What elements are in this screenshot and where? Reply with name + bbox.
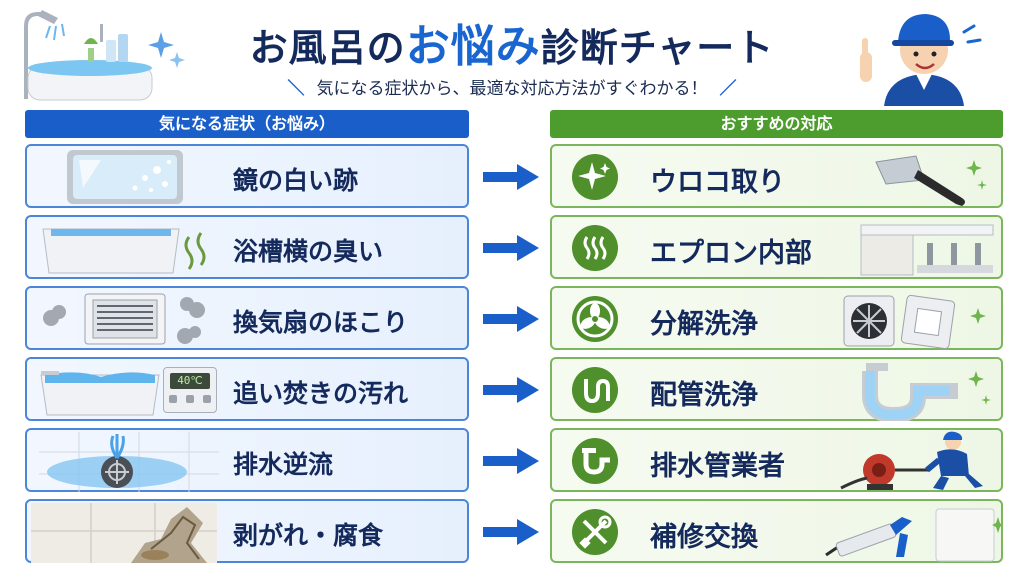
symptom-card: 換気扇のほこり [25,286,469,350]
bathtub-shower-icon [24,10,153,101]
action-card: 分解洗浄 [550,286,1003,350]
chart-row: 浴槽横の臭い エプロン内部 [0,215,1024,279]
reheat-panel-icon: 40℃ [163,367,217,413]
worker-mascot-icon [860,14,982,106]
action-card: 排水管業者 [550,428,1003,492]
bathtub-odor-icon [42,228,206,274]
chart-row: 40℃ 追い焚きの汚れ 配管洗浄 [0,357,1024,421]
action-badge [572,296,618,342]
page-title: お風呂のお悩み診断チャート [0,10,1024,74]
sparkle-icon [148,32,185,68]
action-badge [572,438,618,484]
scraper-icon [875,155,987,206]
arrow-right-icon [483,235,539,261]
panel-temperature: 40℃ [170,373,210,389]
pipe-icon [584,378,610,404]
title-accent: お悩み [405,21,541,72]
action-card: ウロコ取り [550,144,1003,208]
bathtub-apron-icon [860,224,994,276]
mirror-icon [67,150,183,204]
arrow-right-icon [483,306,539,332]
arrow-right-icon [483,519,539,545]
tools-icon [579,515,612,549]
action-label: 補修交換 [650,522,758,553]
action-badge [572,367,618,413]
header: お風呂のお悩み診断チャート ＼ 気になる症状から、最適な対応方法がすぐわかる！ ／ [0,0,1024,106]
caulk-gun-icon [825,508,1002,562]
title-suffix: 診断チャート [540,26,775,70]
action-label: エプロン内部 [650,238,812,269]
action-badge [572,154,618,200]
cracked-wall-icon [31,503,217,563]
symptom-label: 排水逆流 [233,450,334,479]
panel-button [168,395,177,403]
symptom-label: 剥がれ・腐食 [233,521,384,550]
action-label: 排水管業者 [650,451,785,482]
actions-column-header: おすすめの対応 [550,110,1003,138]
symptom-card: 浴槽横の臭い [25,215,469,279]
plumber-icon [840,431,983,490]
symptom-label: 鏡の白い跡 [233,166,359,195]
action-label: 分解洗浄 [650,309,758,340]
action-card: 補修交換 [550,499,1003,563]
action-label: ウロコ取り [650,167,785,198]
chart-row: 排水逆流 排水管業者 [0,428,1024,492]
symptoms-column-header: 気になる症状（お悩み） [25,110,469,138]
vent-fan-dust-icon [43,293,205,345]
arrow-right-icon [483,377,539,403]
symptom-label: 追い焚きの汚れ [233,379,409,408]
arrow-right-icon [483,448,539,474]
arrow-right-icon [483,164,539,190]
chart-row: 換気扇のほこり 分解洗浄 [0,286,1024,350]
symptom-card: 40℃ 追い焚きの汚れ [25,357,469,421]
fan-icon [576,300,614,338]
chart-row: 鏡の白い跡 ウロコ取り [0,144,1024,208]
panel-button [185,395,194,403]
action-card: エプロン内部 [550,215,1003,279]
steam-icon [583,236,607,260]
chart-row: 剥がれ・腐食 補修交換 [0,499,1024,563]
symptom-card: 鏡の白い跡 [25,144,469,208]
symptom-card: 排水逆流 [25,428,469,492]
subtitle-text: 気になる症状から、最適な対応方法がすぐわかる！ [316,79,708,99]
pipe-cleaning-icon [862,363,991,421]
symptom-label: 換気扇のほこり [233,308,409,337]
subtitle-mark-left: ＼ [287,79,305,99]
drain-overflow-icon [39,432,219,492]
subtitle-mark-right: ／ [719,79,737,99]
title-prefix: お風呂の [249,26,406,70]
symptom-label: 浴槽横の臭い [233,237,384,266]
action-badge [572,225,618,271]
bathtub-water-icon [40,371,160,416]
drain-pipe-icon [582,448,610,475]
subtitle: ＼ 気になる症状から、最適な対応方法がすぐわかる！ ／ [0,74,1024,99]
panel-button [203,395,212,403]
fan-parts-icon [843,294,986,350]
symptom-card: 剥がれ・腐食 [25,499,469,563]
action-card: 配管洗浄 [550,357,1003,421]
sparkle-icon [578,162,610,190]
action-badge [572,509,618,555]
action-label: 配管洗浄 [650,380,758,411]
